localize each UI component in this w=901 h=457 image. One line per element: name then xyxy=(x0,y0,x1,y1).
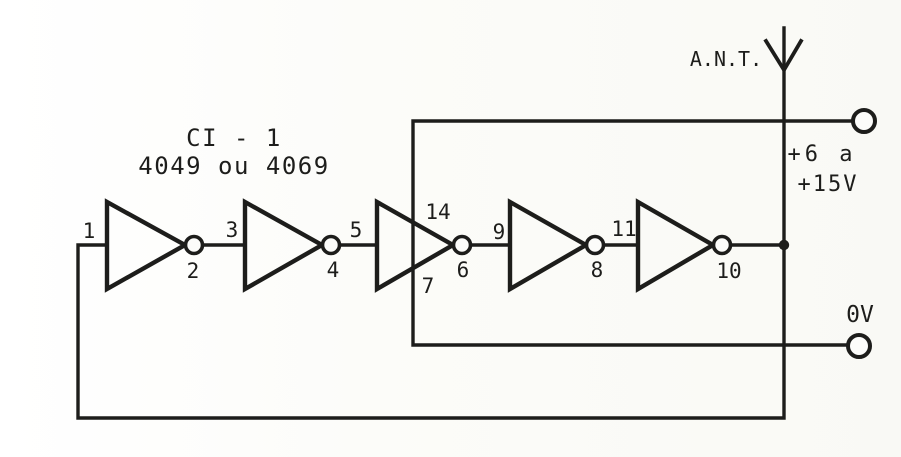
gate4-output-pin-label: 8 xyxy=(591,258,604,282)
gate5-input-pin-label: 11 xyxy=(611,217,636,241)
supply-terminal-circle xyxy=(851,108,877,134)
gate4-input-pin-label: 9 xyxy=(493,220,506,244)
antenna-label: A.N.T. xyxy=(690,47,762,71)
gate2-inverter-triangle xyxy=(242,198,327,293)
ground-terminal-circle xyxy=(846,333,872,359)
output-junction-dot xyxy=(778,239,790,251)
gate3-input-pin-label: 5 xyxy=(350,218,363,242)
gate3-inversion-bubble xyxy=(451,234,473,256)
gate5-inversion-bubble xyxy=(711,234,733,256)
wire-supply-rail xyxy=(411,119,855,347)
gate1-output-pin-label: 2 xyxy=(187,259,200,283)
gate5-output-pin-label: 10 xyxy=(716,259,741,283)
gate5-inverter-triangle xyxy=(635,198,718,293)
gate-group xyxy=(104,198,718,293)
gate3-supply-pin-label: 14 xyxy=(425,200,450,224)
gate2-output-pin-label: 4 xyxy=(327,258,340,282)
antenna-arrowhead-icon xyxy=(763,38,804,74)
ic-title-line1: CI - 1 xyxy=(186,124,282,152)
gate2-inversion-bubble xyxy=(320,234,342,256)
gate3-inverter-triangle xyxy=(374,198,458,293)
supply-range-label-line2: +15V xyxy=(798,172,859,197)
bubble-group xyxy=(183,234,733,256)
wire-feedback-loop xyxy=(76,26,786,420)
gate4-inversion-bubble xyxy=(584,234,606,256)
gate4-inverter-triangle xyxy=(507,198,591,293)
gate2-input-pin-label: 3 xyxy=(226,218,239,242)
gate1-inversion-bubble xyxy=(183,234,205,256)
gate1-inverter-triangle xyxy=(104,198,190,293)
wire-group xyxy=(76,26,855,420)
gate3-output-pin-label: 6 xyxy=(457,258,470,282)
gate3-ground-pin-label: 7 xyxy=(422,274,435,298)
ic-title-line2: 4049 ou 4069 xyxy=(138,152,329,180)
gate1-input-pin-label: 1 xyxy=(83,219,96,243)
ground-label: 0V xyxy=(846,302,874,328)
supply-range-label-line1: +6 a xyxy=(788,142,857,167)
